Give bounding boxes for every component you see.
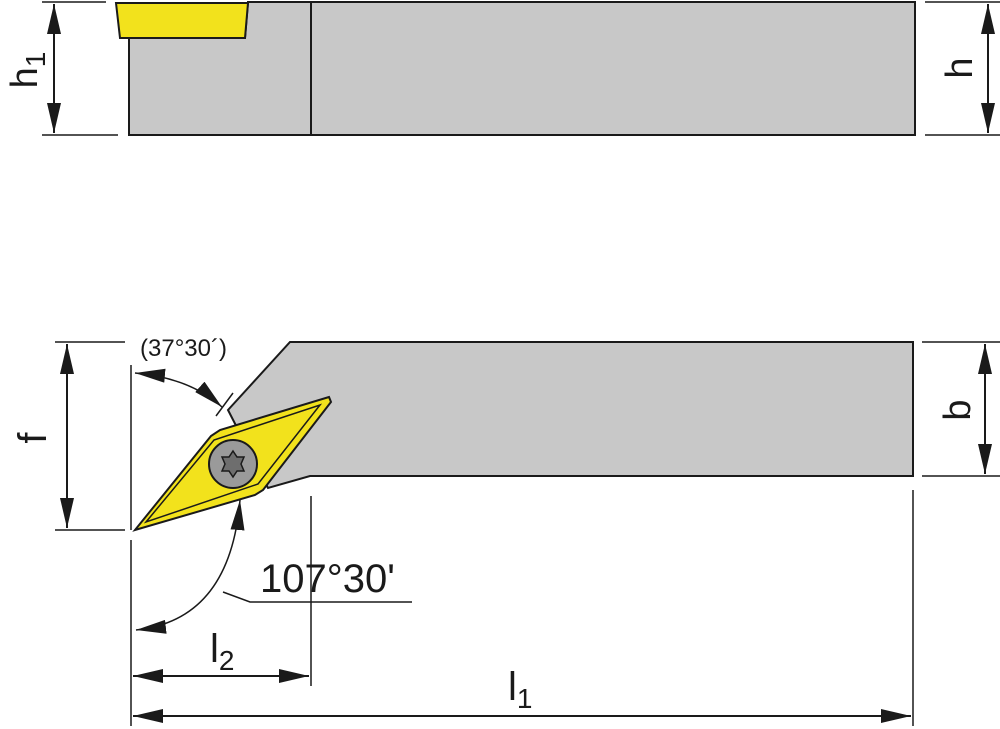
angle-arc-top xyxy=(134,368,223,408)
shank-top xyxy=(226,341,914,490)
b-label: b xyxy=(937,399,979,420)
leader-line xyxy=(222,591,412,603)
angle-bottom-label: 107°30' xyxy=(260,557,395,601)
top-view: (37°30´) f b 107°30' l2 l1 xyxy=(11,335,1000,726)
extension-line xyxy=(215,392,234,417)
side-view: h1 h xyxy=(4,1,1000,136)
insert-inner-edge xyxy=(143,403,323,524)
torx-icon xyxy=(220,449,246,479)
angle-top-label: (37°30´) xyxy=(140,335,227,362)
insert-side xyxy=(114,1,250,39)
l1-label: l1 xyxy=(508,665,532,714)
f-label: f xyxy=(11,432,55,444)
h-label: h xyxy=(939,57,981,78)
l2-label: l2 xyxy=(210,627,234,676)
h1-label: h1 xyxy=(4,52,51,89)
angle-arc-bottom xyxy=(135,499,245,634)
